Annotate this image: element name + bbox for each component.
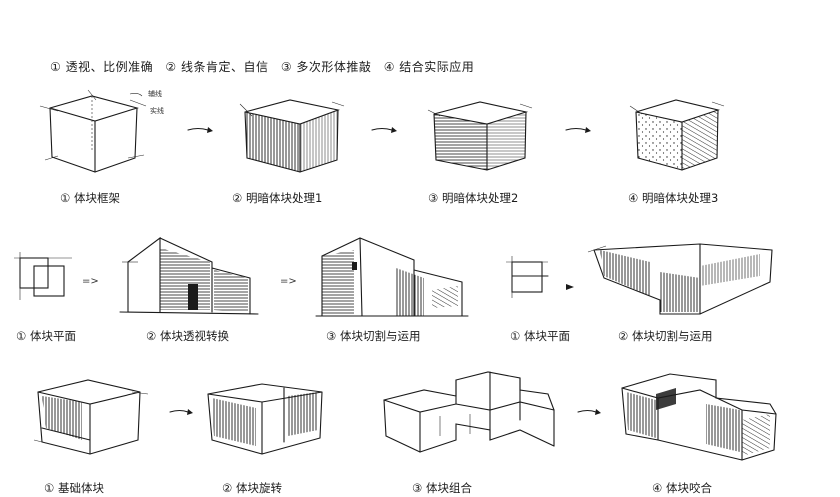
principles-header: ① 透视、比例准确 ② 线条肯定、自信 ③ 多次形体推敲 ④ 结合实际应用 <box>50 58 482 75</box>
caption-shading-2: ③ 明暗体块处理2 <box>428 191 519 205</box>
caption-block-frame: ① 体块框架 <box>60 191 120 205</box>
transition-arrow: => <box>280 276 297 287</box>
principle-4: ④ 结合实际应用 <box>383 60 475 74</box>
arrow-icon <box>565 127 591 133</box>
caption-block-interlock: ④ 体块咬合 <box>652 481 712 495</box>
caption-block-cutting: ③ 体块切割与运用 <box>326 329 421 343</box>
block-interlock-sketch <box>621 373 777 461</box>
arrow-icon <box>169 409 193 415</box>
block-plan-sketch <box>14 252 72 300</box>
block-cutting-application-sketch <box>587 243 773 315</box>
caption-block-plan-2: ① 体块平面 <box>510 329 570 343</box>
caption-block-rotation: ② 体块旋转 <box>222 481 282 495</box>
caption-block-plan: ① 体块平面 <box>16 329 76 343</box>
principle-3: ③ 多次形体推敲 <box>280 60 372 74</box>
perspective-conversion-sketch <box>119 236 259 315</box>
solid-line-note: 实线 <box>150 106 164 115</box>
caption-perspective-conversion: ② 体块透视转换 <box>146 329 229 343</box>
arrow-icon <box>187 127 213 133</box>
transition-arrow: => <box>82 276 99 287</box>
caption-block-combination: ③ 体块组合 <box>412 481 472 495</box>
cube-frame-sketch: 辅线 实线 <box>39 89 164 173</box>
block-cutting-sketch <box>315 237 469 317</box>
principle-2: ② 线条肯定、自信 <box>165 60 269 74</box>
arrow-icon <box>577 409 601 415</box>
arrow-icon <box>566 284 574 290</box>
principle-1: ① 透视、比例准确 <box>50 60 154 74</box>
caption-shading-1: ② 明暗体块处理1 <box>232 191 323 205</box>
cube-shading-3-sketch <box>629 99 725 171</box>
cube-shading-2-sketch <box>427 101 533 171</box>
block-rotation-sketch <box>207 383 323 455</box>
block-plan-2-sketch <box>506 256 549 298</box>
base-block-sketch <box>33 379 149 455</box>
guide-line-note: 辅线 <box>148 89 162 98</box>
caption-shading-3: ④ 明暗体块处理3 <box>628 191 719 205</box>
caption-block-cutting-application: ② 体块切割与运用 <box>618 329 713 343</box>
cube-shading-1-sketch <box>239 99 345 173</box>
block-combination-sketch <box>383 371 555 453</box>
arrow-icon <box>371 127 397 133</box>
caption-base-block: ① 基础体块 <box>44 481 104 495</box>
